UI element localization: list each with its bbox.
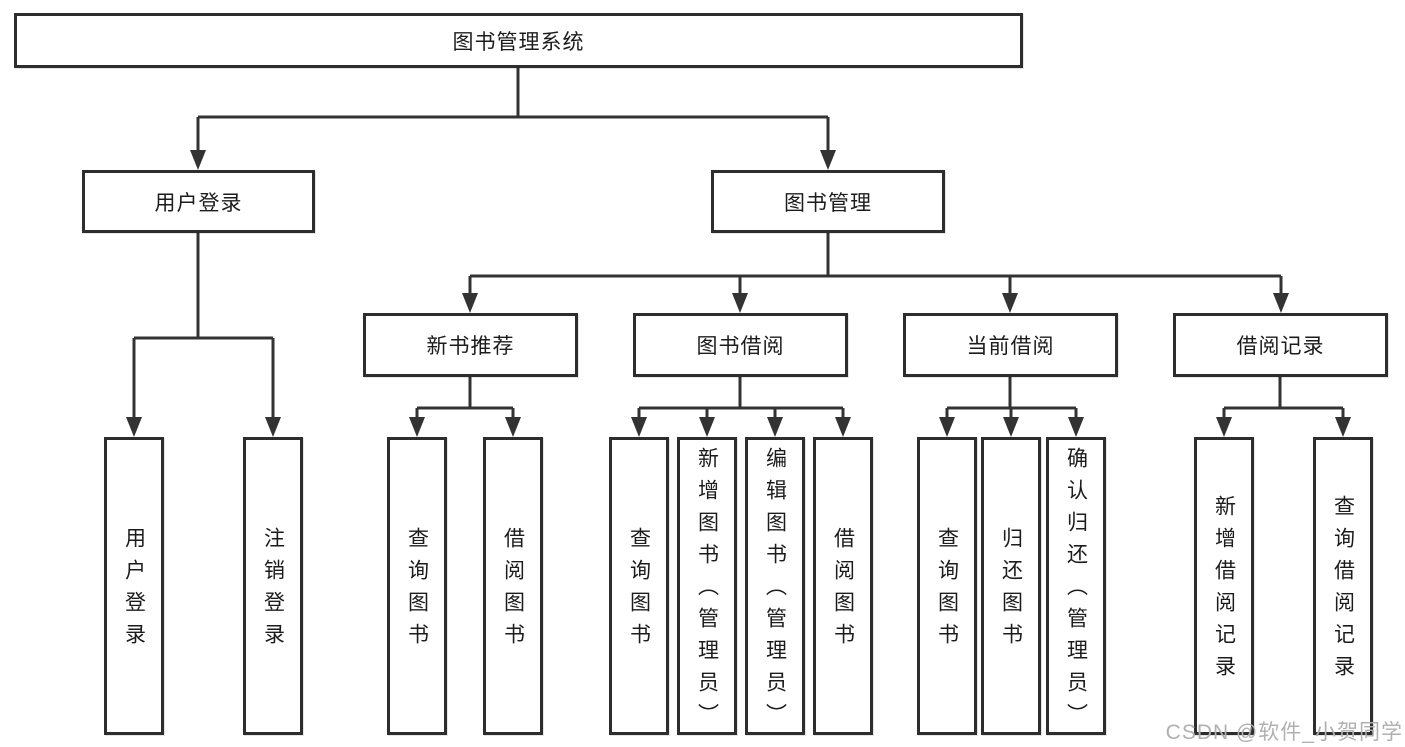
node-user-login: 用户登录 [82,170,315,233]
leaf-confirm-return-admin: 确认归还（管理员） [1046,437,1106,735]
node-borrow-records: 借阅记录 [1173,313,1388,377]
connector-newbook-to-leaves [415,377,515,419]
leaf-label: 查询图书 [405,527,429,655]
leaf-borrow-book-recommend: 借阅图书 [483,437,543,735]
leaf-borrow-book: 借阅图书 [813,437,873,735]
down-arrow-icon [631,417,647,437]
leaf-label: 查询图书 [627,527,651,655]
connector-bookmgmt-to-level3 [468,233,1283,294]
leaf-label: 新增借阅记录 [1212,495,1236,687]
node-book-borrow: 图书借阅 [633,313,848,377]
leaf-label: 借阅图书 [831,527,855,655]
connector-userlogin-to-leaves [132,233,275,419]
node-label: 用户登录 [154,191,243,215]
down-arrow-icon [835,417,851,437]
down-arrow-icon [190,150,206,170]
down-arrow-icon [462,293,478,313]
connector-segments [132,68,1345,419]
down-arrow-icon [1002,293,1018,313]
leaf-add-book-admin: 新增图书（管理员） [677,437,737,735]
node-new-book-recommend: 新书推荐 [363,313,578,377]
down-arrow-icon [1216,417,1232,437]
node-book-management: 图书管理 [711,170,945,233]
leaf-query-borrow-record: 查询借阅记录 [1313,437,1373,735]
leaf-return-book: 归还图书 [981,437,1041,735]
node-label: 图书借阅 [696,335,785,358]
down-arrow-icon [409,417,425,437]
leaf-query-books-current: 查询图书 [917,437,977,735]
leaf-label: 确认归还（管理员） [1064,447,1088,735]
leaf-label: 查询图书 [935,527,959,655]
down-arrow-icon [1003,417,1019,437]
down-arrow-icon [699,417,715,437]
leaf-label: 注销登录 [261,527,285,655]
down-arrow-icon [126,417,142,437]
node-label: 图书管理系统 [452,30,585,54]
leaf-query-books-borrow: 查询图书 [609,437,669,735]
down-arrow-icon [505,417,521,437]
node-current-borrow: 当前借阅 [903,313,1118,377]
leaf-label: 归还图书 [999,527,1023,655]
down-arrowheads [126,150,1351,437]
leaf-query-books-recommend: 查询图书 [387,437,447,735]
node-library-management-system: 图书管理系统 [14,13,1023,68]
leaf-edit-book-admin: 编辑图书（管理员） [745,437,805,735]
down-arrow-icon [1068,417,1084,437]
connector-root-to-level2 [196,68,830,152]
node-label: 图书管理 [784,191,872,215]
leaf-label: 借阅图书 [501,527,525,655]
node-label: 当前借阅 [966,335,1055,358]
down-arrow-icon [820,150,836,170]
leaf-label: 查询借阅记录 [1331,495,1355,687]
down-arrow-icon [1273,293,1289,313]
leaf-label: 用户登录 [122,527,146,655]
down-arrow-icon [265,417,281,437]
down-arrow-icon [1335,417,1351,437]
down-arrow-icon [732,293,748,313]
node-label: 借阅记录 [1236,335,1325,358]
node-label: 新书推荐 [426,335,515,358]
connector-currentborrow-to-leaves [945,377,1078,419]
leaf-user-login: 用户登录 [104,437,164,735]
connector-records-to-leaves [1222,377,1345,419]
csdn-watermark: CSDN @软件_小贺同学 [1165,721,1403,744]
connector-bookborrow-to-leaves [637,377,845,419]
leaf-label: 新增图书（管理员） [695,447,719,735]
leaf-add-borrow-record: 新增借阅记录 [1194,437,1254,735]
down-arrow-icon [939,417,955,437]
leaf-logout-login: 注销登录 [243,437,303,735]
leaf-label: 编辑图书（管理员） [763,447,787,735]
down-arrow-icon [767,417,783,437]
